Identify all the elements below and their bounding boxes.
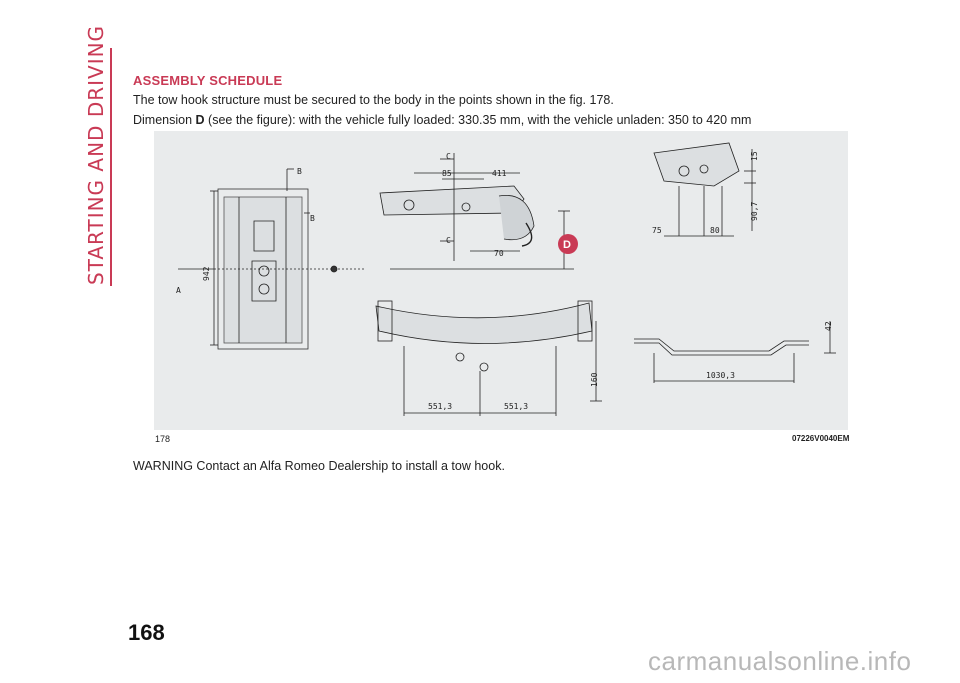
- label-75: 75: [652, 226, 662, 235]
- warning-text: WARNING Contact an Alfa Romeo Dealership…: [133, 459, 505, 473]
- label-a: A: [176, 286, 181, 295]
- top-view-frame: [178, 168, 364, 350]
- detail-view: [653, 142, 756, 237]
- label-70: 70: [494, 249, 504, 258]
- watermark: carmanualsonline.info: [648, 646, 912, 676]
- label-80: 80: [710, 226, 720, 235]
- sidebar-rule: [110, 48, 112, 286]
- label-b-side: B: [310, 214, 315, 223]
- label-85: 85: [442, 169, 452, 178]
- dimension-prefix: Dimension: [133, 113, 196, 127]
- front-view-crossmember: [375, 300, 602, 416]
- side-view-hook: [379, 153, 574, 270]
- label-c-top: C: [446, 152, 451, 161]
- label-942: 942: [202, 266, 211, 281]
- label-b-top: B: [297, 167, 302, 176]
- paragraph-reference: The tow hook structure must be secured t…: [133, 93, 614, 107]
- label-411: 411: [492, 169, 507, 178]
- dimension-text: (see the figure): with the vehicle fully…: [204, 113, 752, 127]
- label-d: D: [563, 239, 571, 251]
- page-number: 168: [128, 620, 165, 645]
- dimension-letter: D: [195, 113, 205, 127]
- label-15: 15: [750, 151, 759, 161]
- section-title: ASSEMBLY SCHEDULE: [133, 73, 283, 88]
- label-1030-3: 1030,3: [706, 371, 735, 380]
- sidebar-section-label: STARTING AND DRIVING: [84, 24, 108, 285]
- paragraph-dimension: Dimension D (see the figure): with the v…: [133, 113, 751, 127]
- profile-view: [634, 321, 836, 383]
- label-c-bottom: C: [446, 236, 451, 245]
- label-160: 160: [590, 372, 599, 387]
- figure-number: 178: [155, 434, 171, 444]
- label-551-right: 551,3: [504, 402, 528, 411]
- figure-code: 07226V0040EM: [792, 434, 850, 443]
- label-42: 42: [824, 321, 833, 331]
- assembly-diagram: B B A 942 C C 85 411 70 D: [154, 131, 848, 430]
- label-551-left: 551,3: [428, 402, 452, 411]
- dimension-d-badge: [558, 234, 578, 254]
- label-90-7: 90,7: [750, 202, 759, 221]
